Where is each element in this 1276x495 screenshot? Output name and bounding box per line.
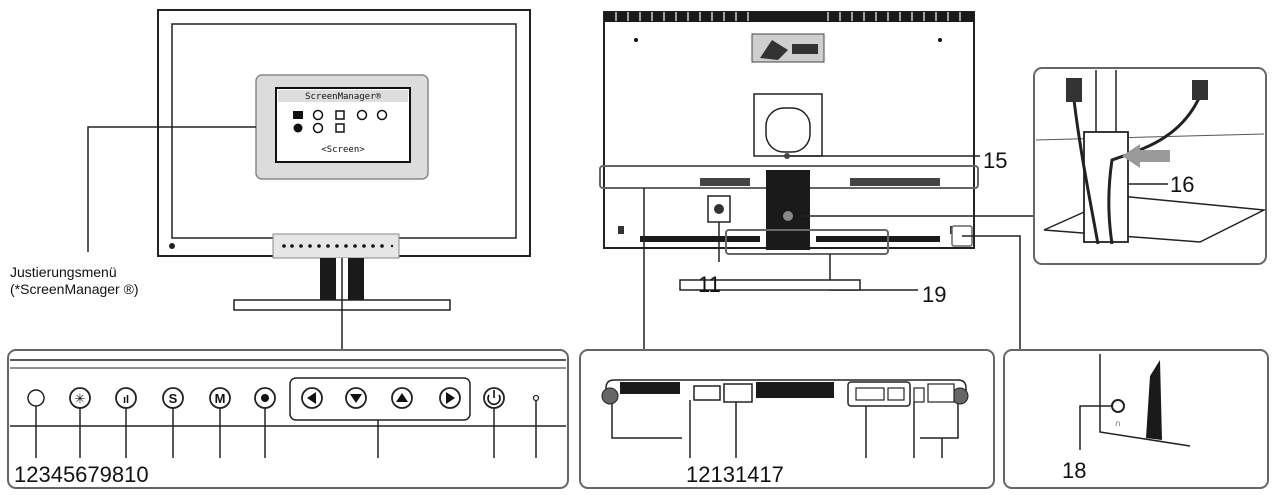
osd-language-icon [376, 109, 388, 121]
inset-arrow-icon [1122, 144, 1170, 168]
arrow-key-group [289, 377, 471, 421]
inset-back-edge [1035, 133, 1265, 141]
inset-cable-b [1107, 95, 1202, 245]
dvi-port [855, 387, 885, 401]
osd-title: ScreenManager® [305, 92, 381, 102]
osd-screen-icon [293, 111, 303, 119]
rear-stand-hinge [765, 107, 811, 153]
svg-text:✳: ✳ [75, 391, 86, 406]
osd-title-bar [278, 90, 408, 102]
rear-connector-numbers: 12131417 [686, 462, 784, 487]
front-button-leaders [35, 401, 537, 458]
osd-pc-icon [335, 110, 345, 120]
leader-18-inset [1079, 405, 1112, 450]
rear-stand-base [679, 279, 861, 291]
headphone-jack-icon [1111, 399, 1125, 413]
rear-logo-icon [760, 40, 788, 60]
svg-text:M: M [215, 391, 226, 406]
dp-port [887, 387, 905, 401]
osd-caption: <Screen> [321, 145, 365, 155]
cable-holder-inset [1033, 67, 1267, 265]
front-view: ScreenManager® <Screen> [87, 9, 531, 350]
osd-power-save-icon [356, 109, 368, 121]
label-18: 18 [1062, 458, 1086, 483]
rear-connectors-panel: 12131417 [579, 349, 995, 489]
rear-port-block-right [850, 178, 940, 186]
rear-bottom-vent-left [640, 236, 760, 242]
rear-logo-text-block [792, 44, 818, 54]
front-logo-icon [169, 243, 175, 249]
svg-text:S: S [169, 391, 178, 406]
label-15: 15 [983, 148, 1007, 173]
label-11: 11 [698, 272, 721, 297]
headphone-side-dark-edge [1146, 360, 1162, 440]
front-strip-dots [282, 244, 394, 248]
rear-connector-leaders [611, 400, 959, 458]
osd-menu-icons [293, 109, 388, 134]
rear-top-vent-slots [615, 12, 961, 21]
power-inlet-port [723, 383, 753, 403]
inset-connector-left [1066, 78, 1082, 102]
rear-stand-column [766, 170, 810, 250]
osd-color-icon [312, 109, 324, 121]
rear-bottom-vent-right [816, 236, 940, 242]
usb-port [913, 387, 925, 403]
rear-vent-left [620, 382, 680, 394]
usb-hub-port [927, 383, 955, 403]
label-16: 16 [1170, 172, 1194, 197]
front-button-numbers: 12345679810 [14, 462, 149, 487]
point-15-marker [784, 153, 790, 159]
svg-text:∩: ∩ [1115, 418, 1121, 428]
inset-connector-right [1192, 80, 1208, 100]
menu-label-line2: (*ScreenManager ®) [10, 281, 139, 297]
rear-stand-screw [783, 211, 793, 221]
power-switch-port [693, 385, 721, 401]
rear-connectors-frame [579, 349, 995, 489]
headphone-frame [1003, 349, 1269, 489]
osd-document-icon [335, 123, 345, 133]
leader-18 [962, 235, 1021, 350]
rear-top-vent [604, 12, 974, 22]
power-led-icon [532, 394, 540, 402]
osd-info-icon [293, 123, 303, 133]
headphone-side-profile [1099, 354, 1191, 447]
rear-panel-outline [605, 379, 967, 400]
cable-holder-icon [1083, 131, 1129, 243]
rear-view [599, 11, 1034, 350]
front-buttons-panel: ✳ ıl S M 12345679810 [7, 349, 569, 489]
rear-vent-center [756, 382, 834, 398]
headphone-panel: ∩ 18 [1003, 349, 1269, 489]
sensor-icon [27, 389, 45, 407]
menu-label-line1: Justierungsmenü [10, 264, 117, 280]
menu-leader-line [87, 126, 256, 252]
vent-highlight-19 [725, 229, 889, 255]
svg-text:ıl: ıl [123, 394, 129, 406]
security-slot-icon [714, 204, 724, 214]
inset-cable-a [1072, 99, 1100, 245]
rear-port-block-left [700, 178, 750, 186]
label-19: 19 [922, 282, 946, 307]
osd-gear-icon [312, 122, 324, 134]
